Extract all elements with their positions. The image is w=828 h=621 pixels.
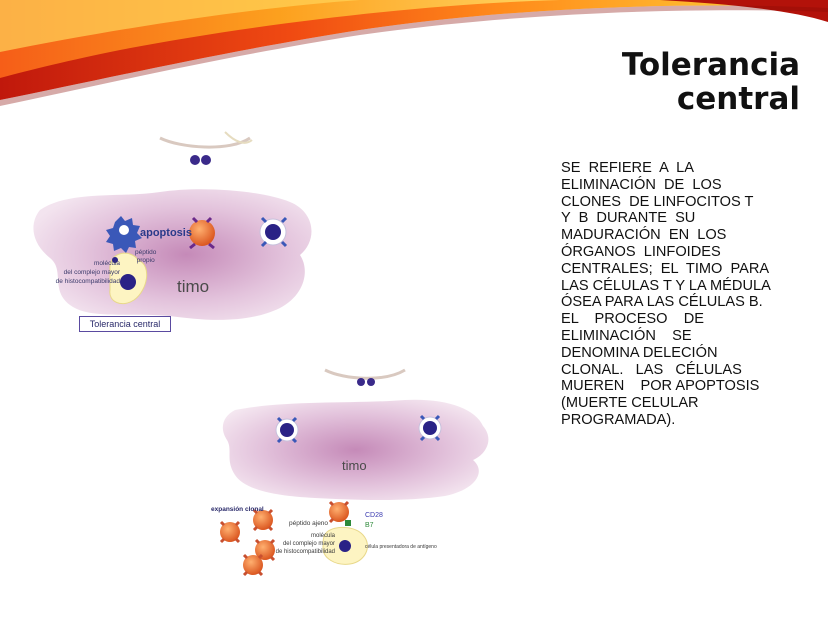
body-line: MUEREN POR APOPTOSIS — [561, 378, 760, 395]
mhc-line-3: de histocompatibilidad — [55, 278, 120, 285]
clonal-expansion-illustration — [219, 368, 489, 577]
body-line: (MUERTE CELULAR — [561, 395, 699, 412]
presenting-cell-icon — [109, 252, 148, 305]
slide-title: Tolerancia central — [622, 48, 800, 116]
thymus-label-top: timo — [177, 277, 210, 296]
mhc-line-1: molécula — [310, 533, 335, 539]
mhc-label-bottom: molécula del complejo mayor de histocomp… — [265, 532, 335, 556]
t-cell-icon — [189, 216, 215, 250]
thymus-deletion-illustration — [33, 131, 312, 320]
title-line-1: Tolerancia — [621, 47, 800, 83]
body-line: ELIMINACIÓN SE — [561, 327, 692, 344]
lymphocyte-dot-icon — [367, 378, 375, 386]
lymphocyte-dot-icon — [190, 155, 200, 165]
body-line: ÓRGANOS LINFOIDES — [561, 243, 721, 260]
thymus-label-bottom: timo — [342, 458, 367, 473]
mhc-line-2: del complejo mayor — [63, 269, 120, 276]
foreign-peptide-label: péptido ajeno — [289, 520, 329, 527]
body-line: CLONAL. LAS CÉLULAS — [561, 361, 742, 378]
clonal-expansion-label: expansión clonal — [211, 506, 264, 513]
body-line: ÓSEA PARA LAS CÉLULAS B. — [561, 294, 763, 311]
expanded-t-cell-icon — [242, 553, 264, 577]
immature-lymphocyte-icon — [418, 414, 442, 442]
thymus-organ — [33, 189, 312, 320]
body-line: SE REFIERE A LA — [561, 160, 695, 176]
self-peptide-line-1: péptido — [135, 249, 157, 256]
header-swoosh — [0, 0, 828, 107]
self-peptide-label: péptido propio — [135, 249, 156, 265]
thymus-organ — [222, 399, 489, 500]
body-line: MADURACIÓN EN LOS — [561, 227, 727, 244]
body-line: DENOMINA DELECIÓN — [561, 344, 718, 361]
body-line: CLONES DE LINFOCITOS T — [561, 193, 754, 210]
tolerance-caption: Tolerancia central — [79, 316, 171, 332]
activated-t-cell-icon — [328, 500, 351, 526]
body-line: ELIMINACIÓN DE LOS — [561, 176, 722, 193]
body-line: EL PROCESO DE — [561, 311, 705, 328]
expanded-t-cell-icon — [219, 520, 241, 544]
antigen-presenting-cell-icon — [322, 527, 368, 565]
title-line-2: central — [676, 81, 800, 117]
mhc-line-1: molécula — [93, 260, 120, 267]
self-peptide-line-2: propio — [136, 257, 155, 264]
apoptosis-label: apoptosis — [140, 227, 192, 239]
lymphocyte-dot-icon — [357, 378, 365, 386]
body-line: CENTRALES; EL TIMO PARA — [561, 260, 770, 277]
mhc-label-top: molécula del complejo mayor de histocomp… — [50, 259, 120, 286]
mhc-line-3: de histocompatibilidad — [275, 549, 335, 555]
immature-lymphocyte-icon — [275, 416, 299, 444]
expanded-t-cell-icon — [252, 508, 274, 532]
body-line: PROGRAMADA). — [561, 411, 676, 428]
body-line: Y B DURANTE SU — [561, 210, 696, 227]
mhc-line-2: del complejo mayor — [282, 541, 335, 547]
cd28-label: CD28 — [365, 512, 383, 519]
b7-label: B7 — [365, 522, 374, 529]
slide-body-text: SE REFIERE A LA ELIMINACIÓN DE LOS CLONE… — [561, 160, 783, 429]
apoptotic-cell-icon — [106, 216, 142, 253]
apc-label: célula presentadora de antígeno — [365, 544, 437, 550]
lymphocyte-dot-icon — [201, 155, 211, 165]
body-line: LAS CÉLULAS T Y LA MÉDULA — [561, 277, 771, 294]
immature-lymphocyte-icon — [259, 216, 288, 248]
